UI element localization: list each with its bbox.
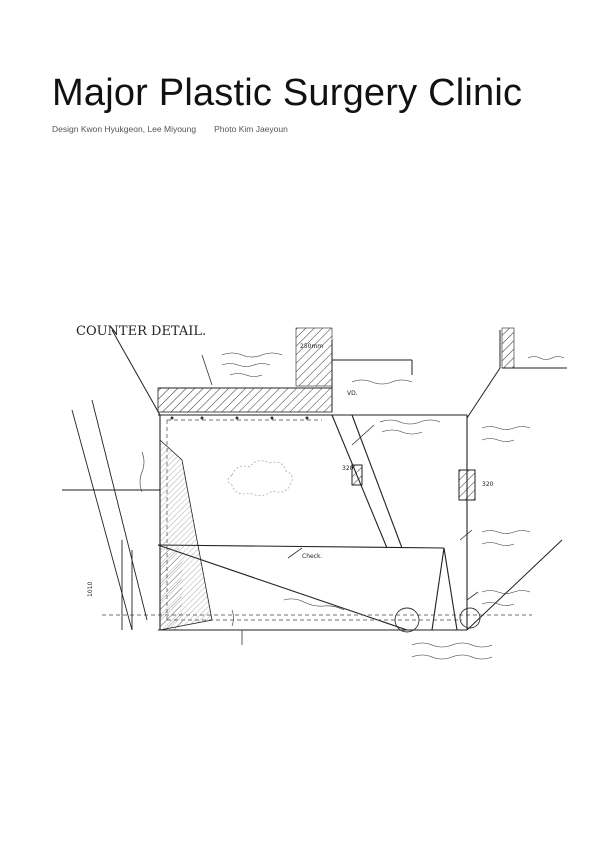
base-shade xyxy=(160,548,182,630)
dim-320-b: 320 xyxy=(482,481,494,488)
credits: Design Kwon Hyukgeon, Lee Miyoung Photo K… xyxy=(52,124,288,134)
sketch-drawing: COUNTER DETAIL. xyxy=(62,324,567,660)
design-credit: Design Kwon Hyukgeon, Lee Miyoung xyxy=(52,124,197,134)
dim-250: 250mm xyxy=(300,343,323,350)
photo-credit: Photo Kim Jaeyoun xyxy=(214,124,288,134)
dim-320-a: 320 xyxy=(342,465,354,472)
cloud-doodle xyxy=(227,460,293,496)
right-wall xyxy=(351,418,563,631)
annotation-arrows xyxy=(201,354,479,645)
page-title: Major Plastic Surgery Clinic xyxy=(52,72,523,114)
ceiling-hatch-right xyxy=(501,327,515,369)
left-frame xyxy=(62,399,160,631)
soffit-dots xyxy=(170,416,309,420)
soffit-hatch xyxy=(157,387,333,413)
check-note: Check. xyxy=(302,553,322,560)
counter-detail-sketch: COUNTER DETAIL. xyxy=(62,300,572,700)
foot-circle-right xyxy=(459,607,481,629)
foot-circle-left xyxy=(394,607,420,633)
dim-1010: 1010 xyxy=(87,582,94,597)
sketch-heading: COUNTER DETAIL. xyxy=(76,324,206,339)
handwritten-notes xyxy=(139,352,565,660)
ceiling-hatch xyxy=(295,327,333,387)
vd-note: VD. xyxy=(347,390,358,397)
